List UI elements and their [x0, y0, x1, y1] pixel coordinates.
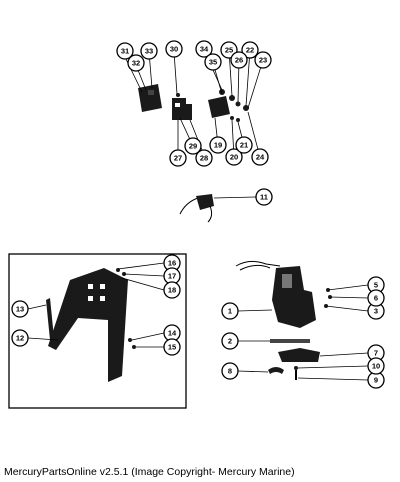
svg-text:14: 14 — [168, 329, 177, 338]
callout-22: 22 — [241, 41, 259, 59]
svg-text:30: 30 — [170, 45, 178, 54]
callout-8: 8 — [221, 362, 239, 380]
callout-20: 20 — [225, 148, 243, 166]
callout-27: 27 — [169, 149, 187, 167]
pump-motor-assembly — [235, 260, 369, 381]
svg-text:18: 18 — [168, 286, 176, 295]
svg-text:31: 31 — [121, 47, 129, 56]
callout-28: 28 — [195, 149, 213, 167]
svg-text:24: 24 — [256, 153, 265, 162]
svg-text:26: 26 — [235, 56, 243, 65]
svg-text:23: 23 — [259, 56, 267, 65]
callout-23: 23 — [254, 51, 272, 69]
callout-29: 29 — [184, 137, 202, 155]
svg-text:11: 11 — [260, 193, 268, 202]
bracket-box — [8, 253, 187, 409]
svg-text:34: 34 — [200, 45, 209, 54]
svg-text:32: 32 — [132, 59, 140, 68]
callout-12: 12 — [11, 329, 29, 347]
svg-text:28: 28 — [200, 154, 208, 163]
svg-text:13: 13 — [16, 305, 24, 314]
callout-33: 33 — [140, 42, 158, 60]
callout-31: 31 — [116, 42, 134, 60]
callout-34: 34 — [195, 40, 213, 58]
top-assembly — [124, 49, 264, 158]
svg-text:12: 12 — [16, 334, 24, 343]
svg-text:6: 6 — [374, 294, 378, 303]
svg-text:33: 33 — [145, 47, 153, 56]
callout-19: 19 — [209, 136, 227, 154]
svg-text:20: 20 — [230, 153, 238, 162]
callout-26: 26 — [230, 51, 248, 69]
callout-32: 32 — [127, 54, 145, 72]
svg-text:9: 9 — [374, 376, 378, 385]
svg-text:29: 29 — [189, 142, 197, 151]
svg-text:19: 19 — [214, 141, 222, 150]
svg-text:5: 5 — [374, 281, 378, 290]
callout-21: 21 — [235, 136, 253, 154]
callout-1: 1 — [221, 302, 239, 320]
svg-text:7: 7 — [374, 349, 378, 358]
svg-text:27: 27 — [174, 154, 182, 163]
svg-text:3: 3 — [374, 307, 378, 316]
svg-text:35: 35 — [209, 58, 217, 67]
callout-13: 13 — [11, 300, 29, 318]
svg-text:2: 2 — [228, 337, 232, 346]
callout-14: 14 — [163, 324, 181, 342]
callout-24: 24 — [251, 148, 269, 166]
svg-text:17: 17 — [168, 272, 176, 281]
svg-text:25: 25 — [225, 46, 233, 55]
callout-11: 11 — [255, 188, 273, 206]
callout-6: 6 — [367, 289, 385, 307]
callout-18: 18 — [163, 281, 181, 299]
svg-text:15: 15 — [168, 343, 176, 352]
callout-10: 10 — [367, 357, 385, 375]
callout-30: 30 — [165, 40, 183, 58]
wire-harness-assembly — [179, 194, 257, 223]
svg-text:1: 1 — [228, 307, 232, 316]
svg-text:8: 8 — [228, 367, 232, 376]
svg-text:21: 21 — [240, 141, 248, 150]
callout-9: 9 — [367, 371, 385, 389]
svg-text:10: 10 — [372, 362, 380, 371]
callout-15: 15 — [163, 338, 181, 356]
copyright-caption: MercuryPartsOnline v2.5.1 (Image Copyrig… — [4, 466, 295, 478]
svg-text:16: 16 — [168, 259, 176, 268]
callout-2: 2 — [221, 332, 239, 350]
callout-35: 35 — [204, 53, 222, 71]
svg-text:22: 22 — [246, 46, 254, 55]
